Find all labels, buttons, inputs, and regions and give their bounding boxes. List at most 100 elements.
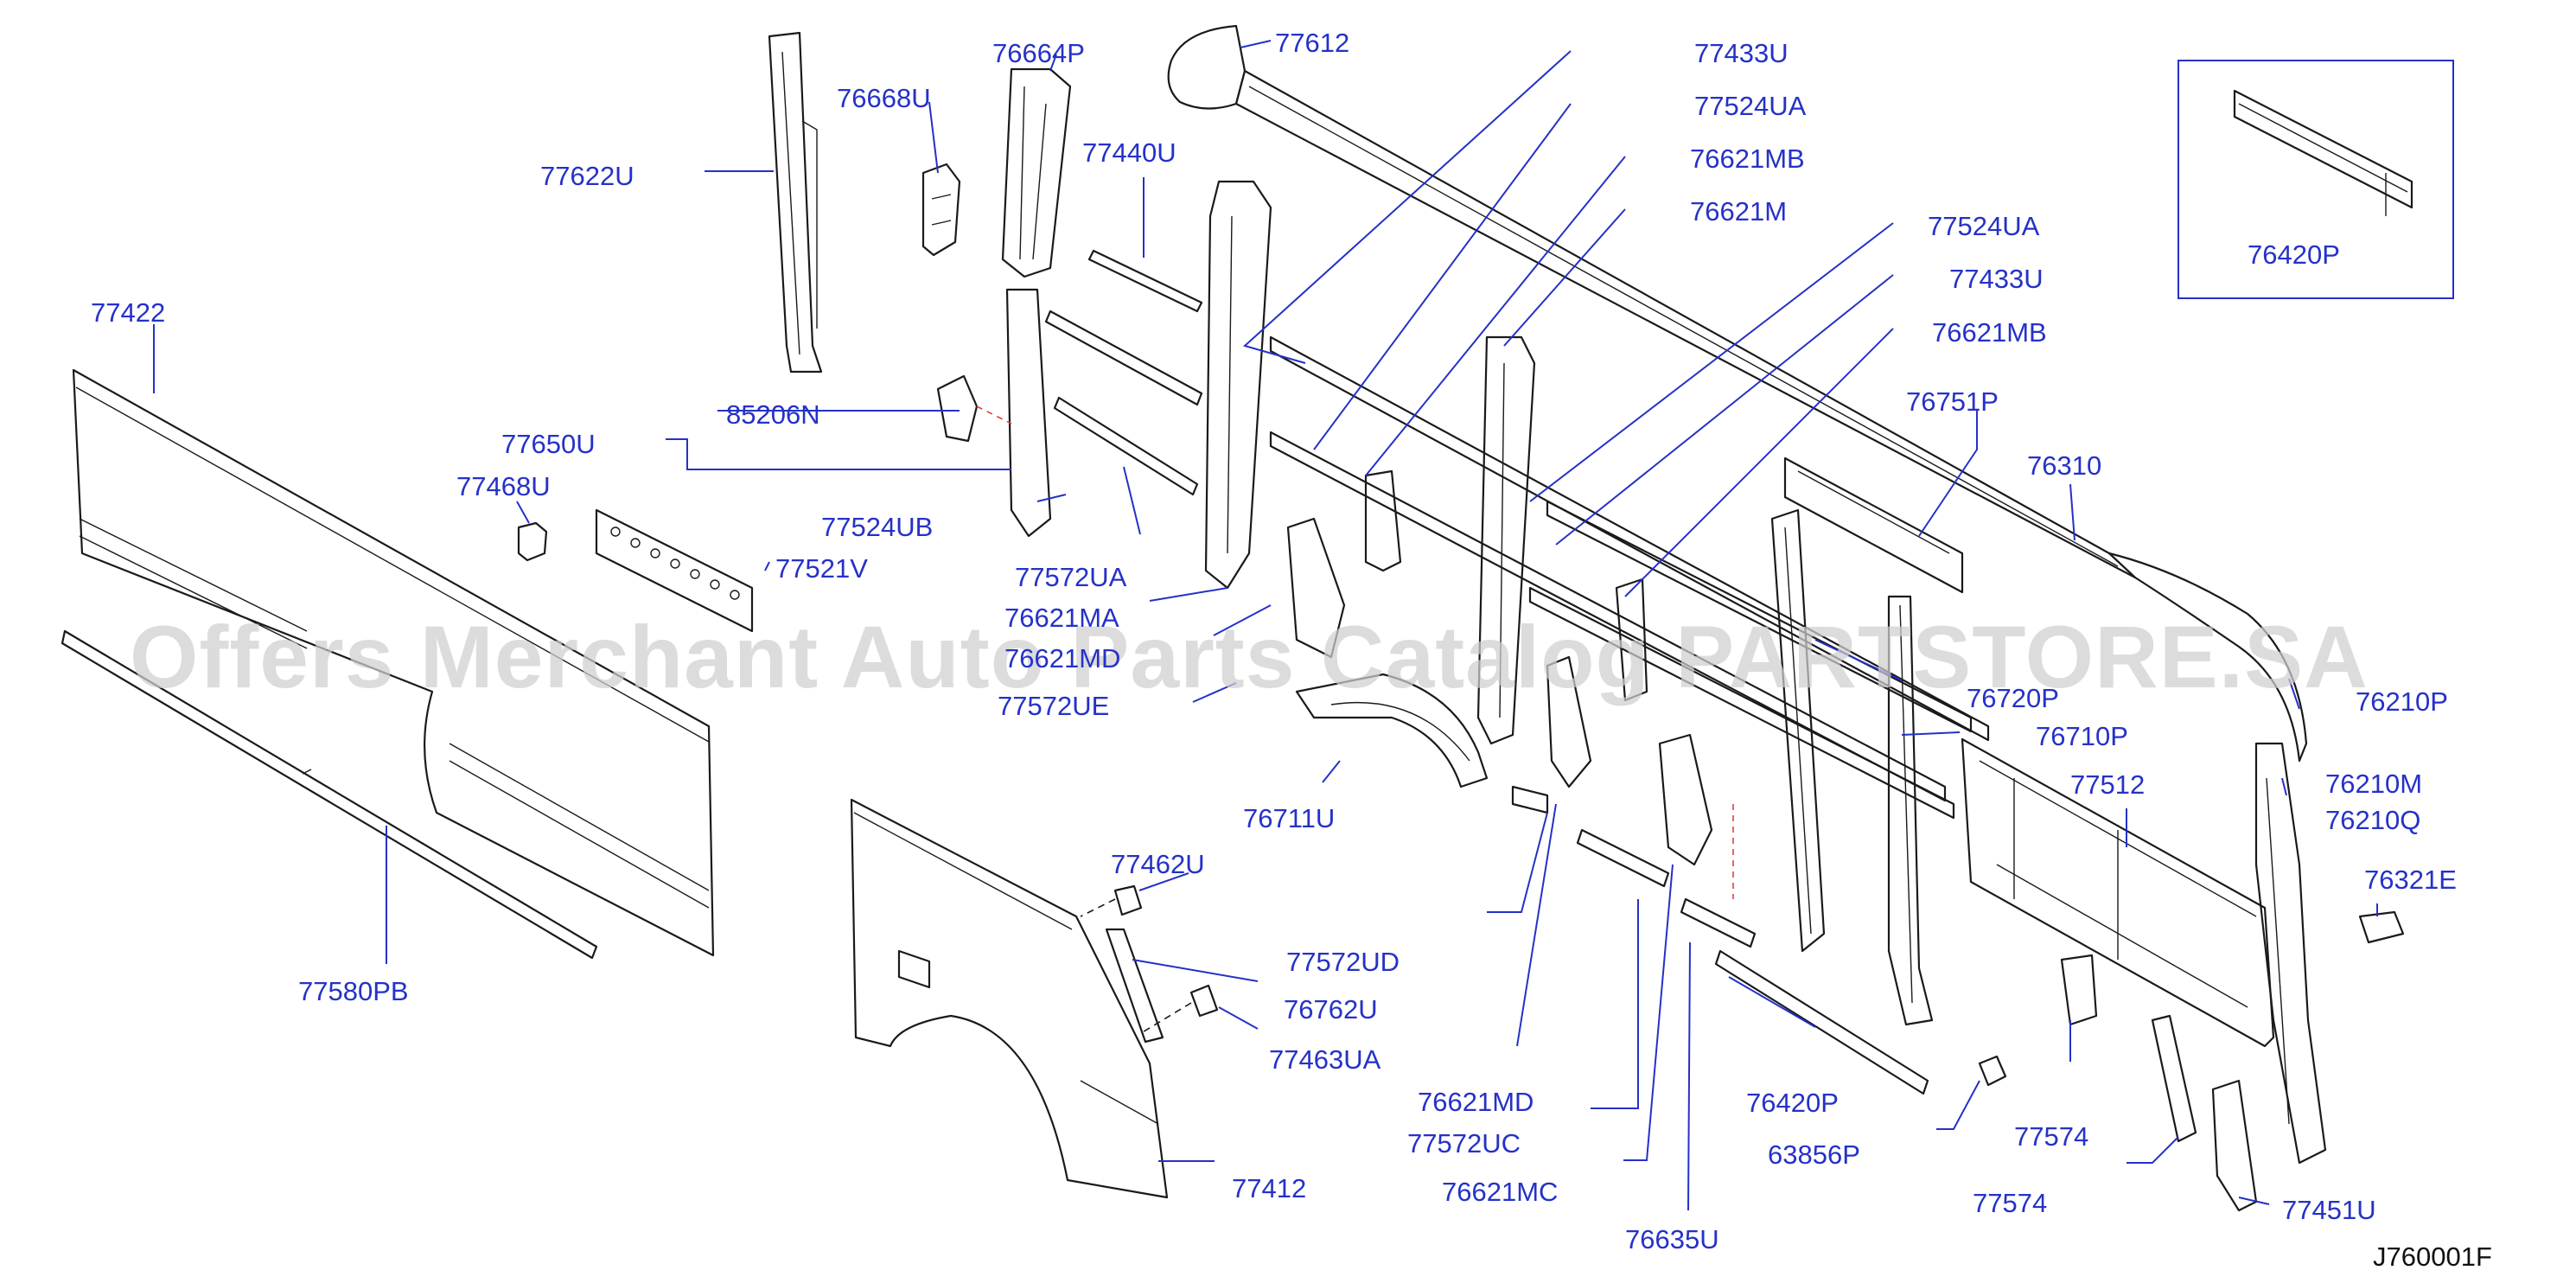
part-label[interactable]: 77512 <box>2070 769 2145 800</box>
part-label[interactable]: 77580PB <box>298 976 409 1006</box>
clip-77468U <box>517 521 548 562</box>
part-label[interactable]: 77612 <box>1275 28 1349 58</box>
bracket-76621MC <box>1658 733 1713 866</box>
part-label[interactable]: 77524UA <box>1928 211 2040 241</box>
part-label[interactable]: 77462U <box>1111 849 1205 879</box>
part-label[interactable]: 76621MD <box>1418 1087 1533 1117</box>
rail-77572UA <box>1053 396 1199 496</box>
part-label[interactable]: 77521V <box>775 553 868 584</box>
wheel-house-76711U <box>1295 673 1489 788</box>
bracket-77572UC <box>1511 785 1549 814</box>
roof-rail-lower-2 <box>1546 500 1973 733</box>
plate-holes <box>610 527 740 600</box>
bracket-center-1 <box>1286 517 1346 659</box>
part-label[interactable]: 77622U <box>540 161 634 191</box>
bracket-76621MB <box>1615 578 1648 702</box>
part-label[interactable]: 76210M <box>2325 769 2422 799</box>
part-label[interactable]: 85206N <box>726 399 820 430</box>
clip-76321E <box>2358 910 2405 944</box>
molding-77580PB <box>61 629 598 960</box>
pillar-76621MA <box>1204 180 1272 590</box>
part-label[interactable]: 76621MD <box>1004 643 1120 673</box>
inset-frame <box>2177 60 2454 299</box>
bracket-center-2 <box>1364 469 1402 572</box>
part-label[interactable]: 77433U <box>1949 264 2044 294</box>
part-label[interactable]: 76210Q <box>2325 805 2420 835</box>
roof-front-cap-77612 <box>1167 24 1247 110</box>
bracket-76751P <box>1783 456 1964 594</box>
line-art <box>61 24 2413 1212</box>
part-label[interactable]: 76420P <box>1746 1088 1839 1118</box>
part-label[interactable]: 76762U <box>1284 994 1378 1024</box>
part-label[interactable]: 77650U <box>501 429 596 459</box>
rail-76635U <box>1680 897 1757 948</box>
part-label[interactable]: 77412 <box>1232 1173 1306 1203</box>
part-label[interactable]: 77468U <box>456 471 551 501</box>
part-label[interactable]: 76321E <box>2364 865 2457 895</box>
bracket-76668U <box>921 163 961 257</box>
plate-77521V <box>595 508 754 633</box>
inset-part-76420P <box>2233 89 2413 209</box>
part-label[interactable]: 77433U <box>1694 38 1789 68</box>
rail-77440U <box>1087 249 1203 313</box>
rail-76420P <box>1714 949 1929 1095</box>
frame-77512 <box>1961 737 2275 1048</box>
bracket-77574-lower <box>2151 1014 2197 1143</box>
strip-76762U <box>1105 928 1164 1044</box>
part-label[interactable]: 76668U <box>837 83 931 113</box>
pillar-76710P <box>1887 595 1934 1026</box>
part-label[interactable]: 77572UE <box>998 691 1109 721</box>
part-label[interactable]: 76664P <box>992 38 1085 68</box>
part-label[interactable]: 77574 <box>1973 1188 2047 1218</box>
pillar-76720P <box>1770 508 1826 953</box>
part-label[interactable]: 77463UA <box>1269 1044 1381 1075</box>
bracket-77451U <box>2211 1079 2258 1212</box>
leader-lines <box>153 40 2378 1211</box>
part-label[interactable]: 76720P <box>1967 683 2059 713</box>
pillar-76621M <box>1476 335 1536 745</box>
rail-77524UB <box>1044 310 1203 406</box>
clip-77462U <box>1113 884 1143 916</box>
diagram-code: J760001F <box>2373 1242 2492 1272</box>
side-panel-77422 <box>72 368 715 957</box>
part-label[interactable]: 77572UA <box>1015 562 1127 592</box>
part-label[interactable]: 76635U <box>1625 1224 1719 1254</box>
fuel-door <box>897 949 931 989</box>
pillar-center-left <box>1005 288 1052 538</box>
part-label[interactable]: 77451U <box>2282 1195 2376 1225</box>
part-label[interactable]: 76621M <box>1690 196 1787 227</box>
part-label[interactable]: 77524UA <box>1694 91 1807 121</box>
part-label[interactable]: 76420P <box>2248 239 2340 270</box>
part-label[interactable]: 76210P <box>2356 686 2448 717</box>
roof-rail-middle <box>1269 335 1990 742</box>
rear-pillar-76210M <box>2254 742 2327 1165</box>
part-label[interactable]: 77422 <box>91 297 165 328</box>
pillar-76664P <box>1001 67 1072 278</box>
part-labels: 77612 76664P 77433U 76668U 77524UA 77622… <box>91 28 2457 1254</box>
part-label[interactable]: 77572UD <box>1286 947 1400 977</box>
part-label[interactable]: 77572UC <box>1407 1128 1521 1159</box>
part-label[interactable]: 77574 <box>2014 1121 2088 1152</box>
part-label[interactable]: 77440U <box>1082 137 1176 168</box>
part-label[interactable]: 76310 <box>2027 450 2101 481</box>
bracket-77574-upper <box>2060 954 2098 1026</box>
part-label[interactable]: 76621MA <box>1004 603 1119 633</box>
part-label[interactable]: 76621MB <box>1690 144 1805 174</box>
bracket-76621MD <box>1546 655 1592 788</box>
pillar-77622U <box>768 31 823 373</box>
part-label[interactable]: 76751P <box>1906 386 1999 417</box>
roof-rear-corner-76310 <box>2107 552 2308 763</box>
rear-panel-77412 <box>850 798 1169 1199</box>
part-label[interactable]: 77524UB <box>821 512 933 542</box>
part-label[interactable]: 76711U <box>1243 803 1335 833</box>
watermark: Offers Merchant Auto Parts Catalog PARTS… <box>130 608 2369 706</box>
part-label[interactable]: 76621MB <box>1932 317 2047 348</box>
clip-63856P <box>1978 1055 2007 1087</box>
part-label[interactable]: 76710P <box>2036 721 2128 751</box>
part-label[interactable]: 63856P <box>1768 1139 1860 1170</box>
bracket-85206N <box>936 374 979 443</box>
part-label[interactable]: 76621MC <box>1442 1177 1558 1207</box>
rail-77572UC <box>1576 828 1670 888</box>
clip-77463UA <box>1189 984 1219 1018</box>
